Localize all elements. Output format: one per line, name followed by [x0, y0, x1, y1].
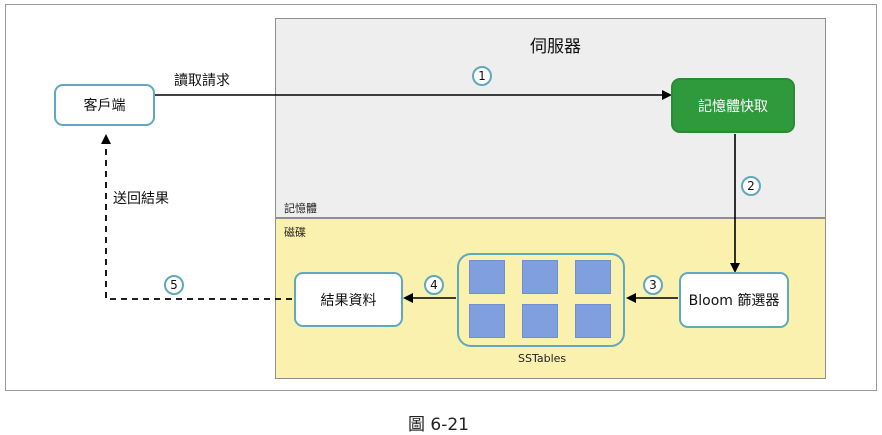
- server-title: 伺服器: [530, 37, 581, 57]
- result-data-label: 結果資料: [320, 292, 377, 309]
- client-node: 客戶端: [54, 84, 155, 126]
- memory-label: 記憶體: [284, 202, 317, 215]
- sstable-block: [469, 304, 505, 338]
- bloom-filter-label: Bloom 篩選器: [688, 293, 780, 309]
- sstable-block: [522, 260, 558, 294]
- sstable-block: [575, 260, 611, 294]
- return-result-label: 送回結果: [113, 191, 169, 207]
- bloom-filter-node: Bloom 篩選器: [679, 272, 789, 328]
- sstables-label: SSTables: [518, 352, 567, 365]
- return-result-arrow: [101, 134, 292, 300]
- disk-label: 磁碟: [284, 226, 306, 239]
- step-badge-5: 5: [164, 275, 184, 295]
- memory-cache-label: 記憶體快取: [698, 98, 768, 115]
- client-label: 客戶端: [83, 98, 126, 114]
- read-request-label: 讀取請求: [174, 73, 230, 89]
- memory-cache-node: 記憶體快取: [671, 78, 795, 133]
- figure-caption: 圖 6-21: [408, 415, 469, 435]
- sstables-node: [457, 253, 625, 347]
- sstable-block: [469, 260, 505, 294]
- step-badge-3: 3: [643, 275, 663, 295]
- result-data-node: 結果資料: [294, 272, 403, 327]
- sstable-block: [575, 304, 611, 338]
- sstable-block: [522, 304, 558, 338]
- step-badge-4: 4: [424, 275, 444, 295]
- step-badge-2: 2: [741, 176, 761, 196]
- step-badge-1: 1: [472, 66, 492, 86]
